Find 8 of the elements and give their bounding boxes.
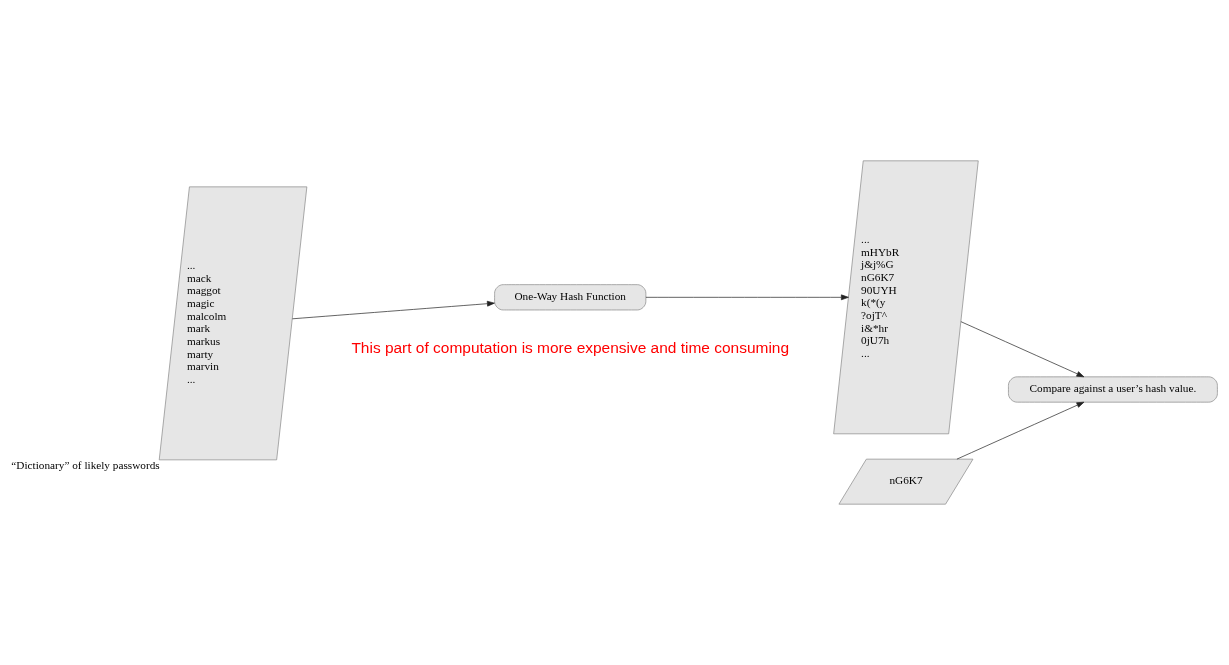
arrow [292,300,495,320]
node-label: “Dictionary” of likely passwords [11,458,160,471]
node-box: One-Way Hash Function [494,284,647,311]
label: This part of computation is more expensive and time consuming [351,338,790,356]
arrow [960,321,1085,378]
arrow [956,401,1085,460]
node-box: Compare against a user’s hash value. [1008,376,1218,403]
arrow [645,294,849,301]
